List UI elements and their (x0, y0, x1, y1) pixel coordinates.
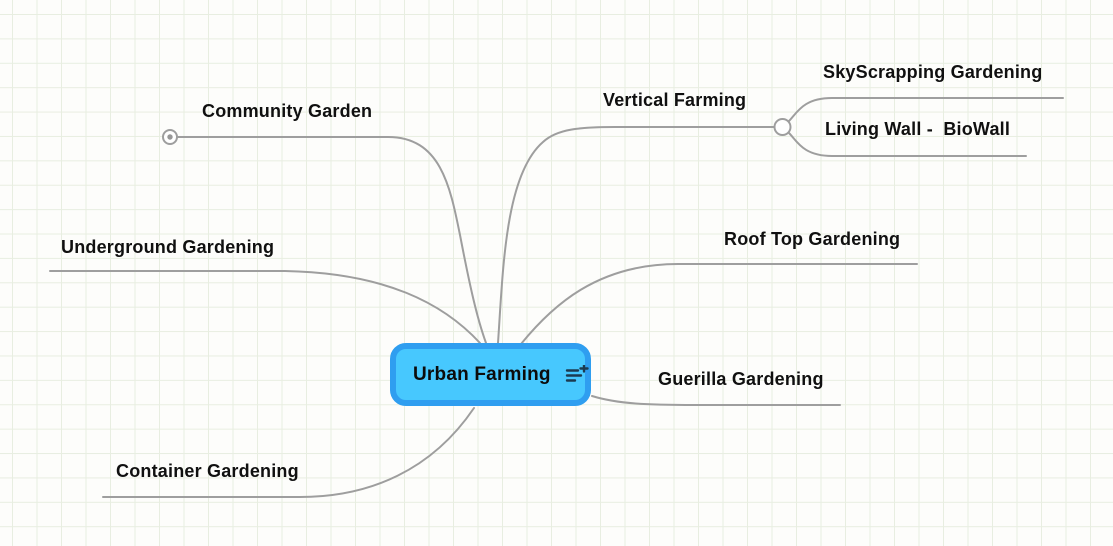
connector-guerilla-gardening (591, 395, 841, 406)
central-topic[interactable]: Urban Farming (390, 343, 591, 406)
topic-vertical-farming[interactable]: Vertical Farming (603, 90, 747, 110)
central-topic-label: Urban Farming (413, 363, 551, 385)
branch-fork-icon[interactable] (773, 118, 792, 136)
connector-container-gardening (102, 407, 475, 498)
connector-community-garden (177, 136, 487, 344)
topic-guerilla-gardening[interactable]: Guerilla Gardening (658, 369, 824, 389)
connector-living-wall-biowall (788, 132, 1027, 157)
connector-vertical-farming (497, 126, 775, 344)
connector-underground-gardening (49, 270, 481, 344)
topic-underground-gardening[interactable]: Underground Gardening (61, 237, 275, 257)
topic-living-wall-biowall[interactable]: Living Wall - BioWall (825, 119, 1011, 139)
topic-skyscrapping-gardening[interactable]: SkyScrapping Gardening (823, 62, 1043, 82)
topic-roof-top-gardening[interactable]: Roof Top Gardening (724, 229, 901, 249)
connector-roof-top-gardening (520, 263, 918, 345)
connector-skyscrapping-gardening (788, 97, 1064, 122)
topic-container-gardening[interactable]: Container Gardening (116, 461, 299, 481)
collapse-dot-icon[interactable] (162, 129, 178, 145)
topic-community-garden[interactable]: Community Garden (202, 101, 373, 121)
list-plus-icon[interactable] (565, 365, 589, 384)
